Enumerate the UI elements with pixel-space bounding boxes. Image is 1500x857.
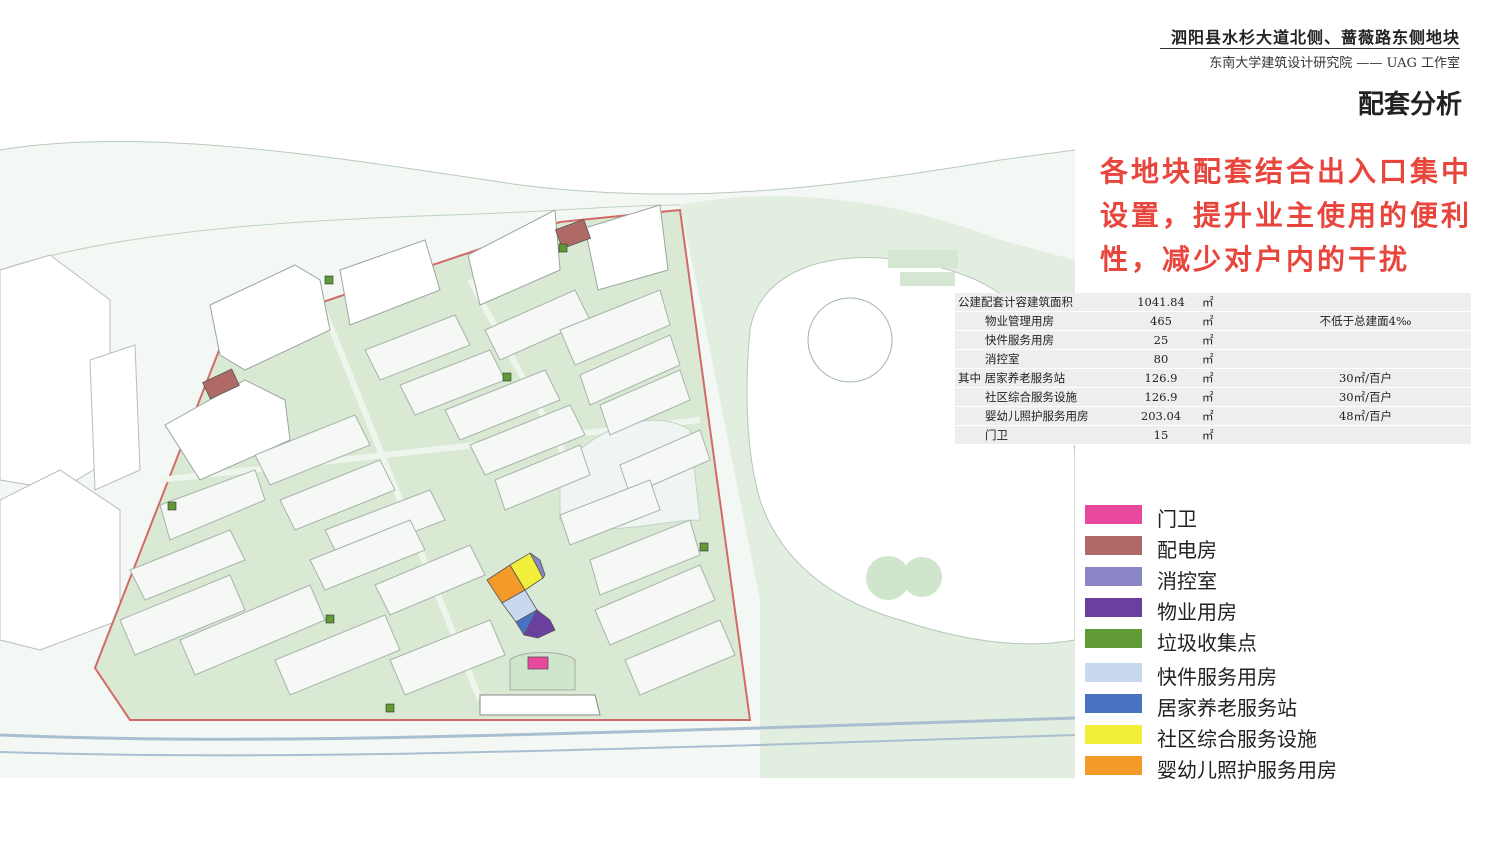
legend-item: 消控室 — [1085, 566, 1385, 593]
legend-label: 垃圾收集点 — [1157, 631, 1257, 655]
legend-swatch — [1085, 756, 1142, 775]
legend-swatch — [1085, 505, 1142, 524]
callout-line: 性，减少对户内的干扰 — [1100, 243, 1411, 276]
legend-item: 居家养老服务站 — [1085, 693, 1385, 720]
table-cell-note — [1260, 349, 1471, 369]
legend-swatch — [1085, 536, 1142, 555]
table-cell-value: 15 — [1123, 425, 1199, 445]
legend-label: 快件服务用房 — [1157, 665, 1277, 689]
table-row: 公建配套计容建筑面积 1041.84 ㎡ — [955, 293, 1471, 312]
table-cell-unit: ㎡ — [1199, 387, 1260, 407]
table-row: 快件服务用房 25 ㎡ — [955, 330, 1471, 350]
callout-line: 设置，提升业主使用的便利 — [1100, 199, 1473, 232]
table-cell-note: 不低于总建面4‰ — [1260, 311, 1471, 331]
legend-item: 垃圾收集点 — [1085, 628, 1385, 655]
header-divider — [1160, 48, 1460, 49]
table-row: 其中 居家养老服务站 126.9 ㎡ 30㎡/百户 — [955, 368, 1471, 388]
legend-swatch — [1085, 567, 1142, 586]
table-cell-unit: ㎡ — [1199, 311, 1260, 331]
callout-text: 各地块配套结合出入口集中 设置，提升业主使用的便利 性，减少对户内的干扰 — [1100, 150, 1480, 282]
legend-label: 社区综合服务设施 — [1157, 727, 1317, 751]
legend-item: 婴幼儿照护服务用房 — [1085, 755, 1385, 782]
institute-name: 东南大学建筑设计研究院 —— UAG 工作室 — [1209, 56, 1460, 71]
legend-swatch — [1085, 598, 1142, 617]
legend-swatch — [1085, 725, 1142, 744]
table-cell-value: 126.9 — [1123, 387, 1199, 407]
table-row: 社区综合服务设施 126.9 ㎡ 30㎡/百户 — [955, 387, 1471, 407]
table-cell-label: 婴幼儿照护服务用房 — [955, 406, 1123, 426]
table-cell-value: 465 — [1123, 311, 1199, 331]
legend-item: 社区综合服务设施 — [1085, 724, 1385, 751]
table-row: 门卫 15 ㎡ — [955, 425, 1471, 445]
legend-swatch — [1085, 694, 1142, 713]
page-heading: 配套分析 — [1357, 90, 1462, 120]
legend-label: 居家养老服务站 — [1157, 696, 1297, 720]
table-cell-value: 25 — [1123, 330, 1199, 350]
project-title: 泗阳县水杉大道北侧、蔷薇路东侧地块 — [1170, 28, 1460, 47]
table-cell-label: 物业管理用房 — [955, 311, 1123, 331]
legend-label: 消控室 — [1157, 569, 1217, 593]
table-cell-unit: ㎡ — [1199, 293, 1260, 312]
table-cell-note — [1260, 425, 1471, 445]
table-cell-label: 消控室 — [955, 349, 1123, 369]
table-cell-note: 30㎡/百户 — [1260, 387, 1471, 407]
callout-line: 各地块配套结合出入口集中 — [1100, 155, 1473, 188]
table-cell-unit: ㎡ — [1199, 330, 1260, 350]
table-cell-value: 1041.84 — [1123, 293, 1199, 312]
table-cell-unit: ㎡ — [1199, 425, 1260, 445]
table-row-label: 居家养老服务站 — [984, 371, 1066, 385]
legend-label: 婴幼儿照护服务用房 — [1157, 758, 1337, 782]
table-row: 婴幼儿照护服务用房 203.04 ㎡ 48㎡/百户 — [955, 406, 1471, 426]
table-cell-label: 公建配套计容建筑面积 — [955, 293, 1123, 312]
table-row-prefix: 其中 — [958, 371, 981, 385]
table-row: 消控室 80 ㎡ — [955, 349, 1471, 369]
legend-item: 门卫 — [1085, 504, 1385, 531]
legend-item: 配电房 — [1085, 535, 1385, 562]
legend-swatch — [1085, 663, 1142, 682]
legend-label: 配电房 — [1157, 538, 1217, 562]
table-cell-label: 其中 居家养老服务站 — [955, 368, 1123, 388]
table-cell-note: 30㎡/百户 — [1260, 368, 1471, 388]
table-cell-unit: ㎡ — [1199, 368, 1260, 388]
legend-swatch — [1085, 629, 1142, 648]
table-cell-note — [1260, 330, 1471, 350]
table-cell-value: 80 — [1123, 349, 1199, 369]
table-cell-unit: ㎡ — [1199, 349, 1260, 369]
legend-item: 快件服务用房 — [1085, 662, 1385, 689]
table-row: 物业管理用房 465 ㎡ 不低于总建面4‰ — [955, 311, 1471, 331]
table-cell-value: 203.04 — [1123, 406, 1199, 426]
site-plan-map — [0, 122, 1075, 778]
legend-item: 物业用房 — [1085, 597, 1385, 624]
table-cell-unit: ㎡ — [1199, 406, 1260, 426]
table-cell-label: 社区综合服务设施 — [955, 387, 1123, 407]
table-cell-note: 48㎡/百户 — [1260, 406, 1471, 426]
table-cell-note — [1260, 293, 1471, 312]
facility-area-table: 公建配套计容建筑面积 1041.84 ㎡ 物业管理用房 465 ㎡ 不低于总建面… — [955, 293, 1471, 445]
table-cell-value: 126.9 — [1123, 368, 1199, 388]
legend-label: 门卫 — [1157, 507, 1197, 531]
table-cell-label: 快件服务用房 — [955, 330, 1123, 350]
legend-label: 物业用房 — [1157, 600, 1237, 624]
table-cell-label: 门卫 — [955, 425, 1123, 445]
